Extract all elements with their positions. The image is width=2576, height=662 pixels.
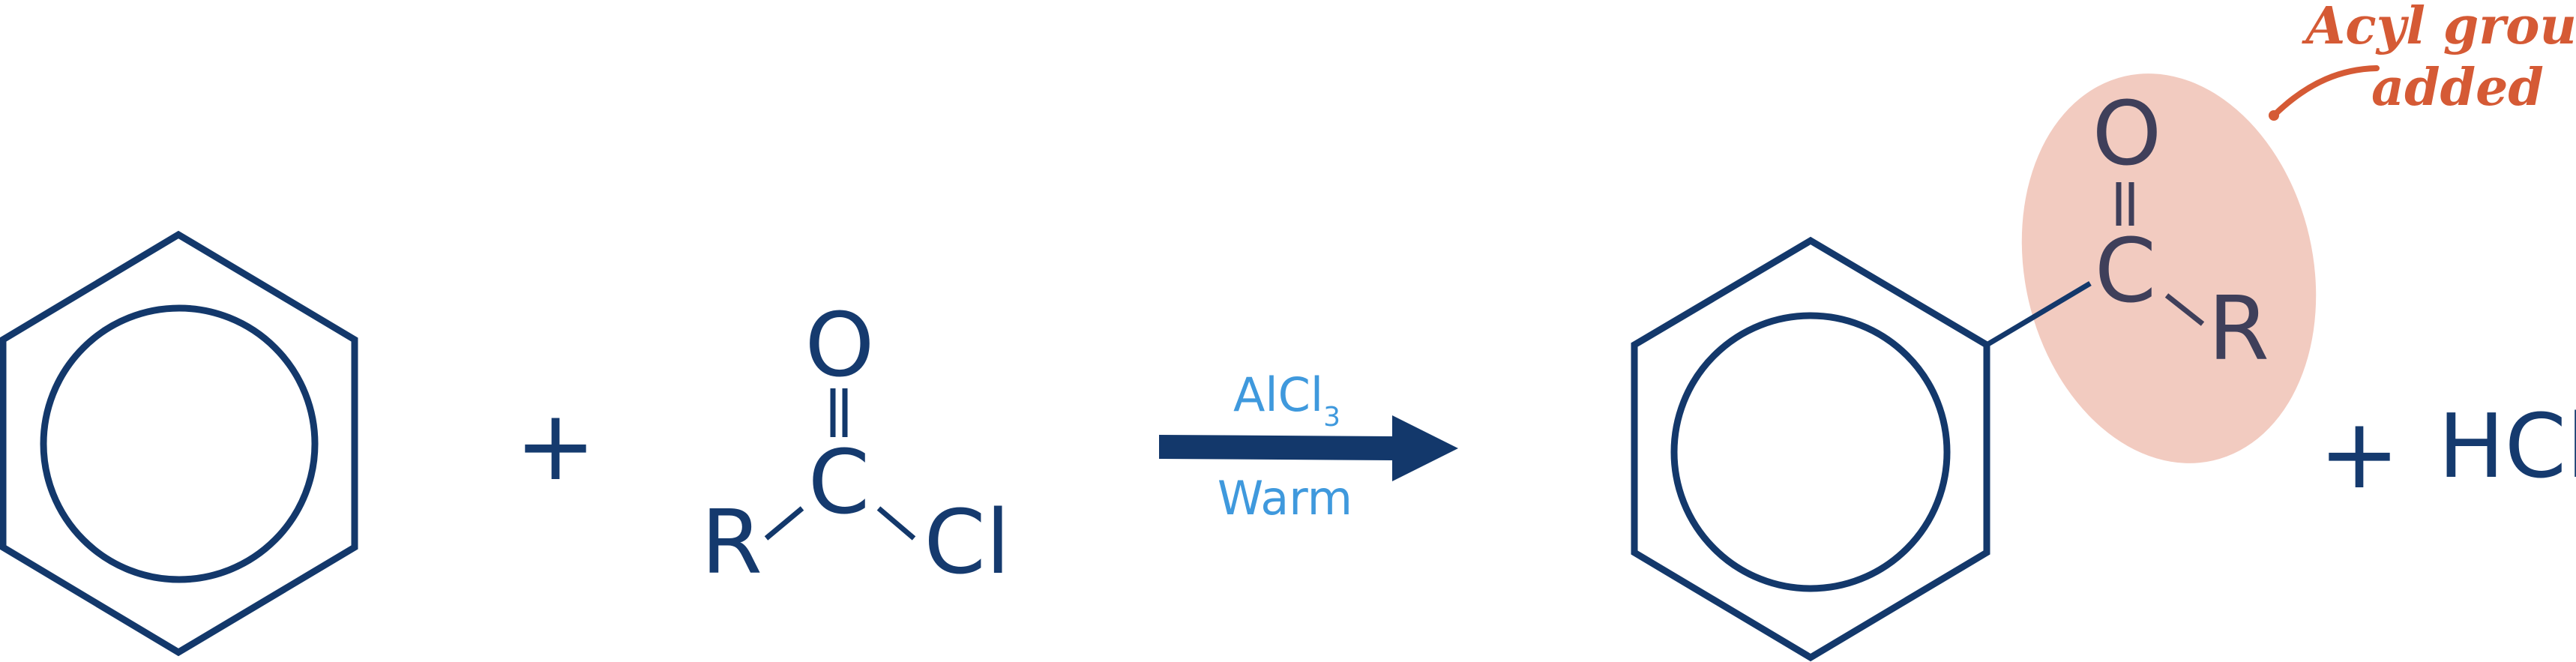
acyl-group-highlight: [2021, 73, 2317, 463]
bond-c-r: [764, 506, 804, 541]
annotation-text-line1: Acyl group: [2302, 0, 2576, 56]
plus-sign-reactants: +: [515, 388, 597, 502]
product-bond-c-r: [2164, 293, 2205, 326]
oxygen-atom: O: [805, 293, 875, 397]
chlorine-atom: Cl: [924, 490, 1010, 594]
product-molecule: O C R: [1631, 73, 2317, 662]
annotation-pointer-line: [2271, 65, 2380, 118]
benzene-aromatic-circle: [40, 304, 319, 583]
benzene-ring-hexagon: [0, 230, 358, 657]
plus-sign-products: +: [2319, 397, 2401, 511]
product-benzene-ring-hexagon: [1631, 236, 1990, 662]
reagent-subscript: 3: [1323, 402, 1340, 433]
product-aromatic-circle: [1670, 312, 1951, 592]
hcl-byproduct: HCl: [2438, 394, 2576, 498]
bond-ring-to-carbonyl: [1985, 280, 2092, 348]
reagent-label: AlCl3: [1233, 367, 1340, 433]
annotation-pointer-dot: [2269, 110, 2279, 121]
acyl-chloride-reactant: O C R Cl: [701, 293, 1011, 594]
product-r-group-atom: R: [2208, 277, 2269, 380]
acyl-group-annotation: Acyl group added: [2269, 0, 2576, 121]
product-oxygen-atom: O: [2092, 82, 2162, 185]
product-carbon-atom: C: [2095, 219, 2156, 322]
reaction-arrow-shape: [1159, 415, 1458, 481]
condition-label: Warm: [1218, 471, 1352, 526]
benzene-reactant: [0, 230, 358, 657]
r-group-atom: R: [701, 490, 762, 594]
bond-c-cl: [876, 506, 916, 541]
carbon-atom: C: [808, 430, 870, 534]
annotation-text-line2: added: [2371, 58, 2544, 118]
reagent-alcl: AlCl: [1233, 367, 1323, 422]
reaction-arrow: AlCl3 Warm: [1159, 367, 1458, 526]
